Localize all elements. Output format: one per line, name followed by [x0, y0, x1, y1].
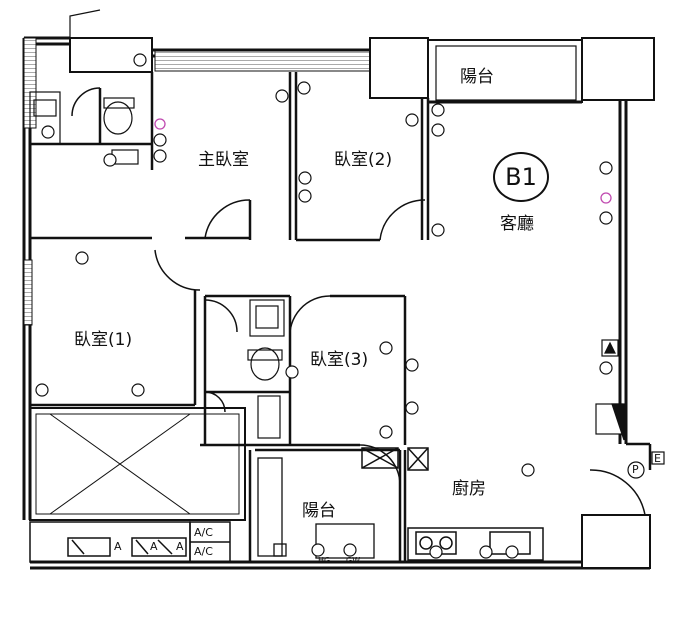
unit-badge-text: B1 [505, 163, 537, 191]
balcony-top-outline [427, 39, 583, 104]
bedroom-2-label: 臥室(2) [334, 150, 393, 170]
bedroom-3-label: 臥室(3) [310, 350, 369, 370]
column-top-mid [369, 37, 429, 99]
outer-walls [22, 36, 650, 570]
column-bottom-right [581, 514, 651, 569]
outlet-symbols [35, 53, 645, 559]
ac-unit-a2: A [176, 540, 184, 553]
kitchen-label: 廚房 [452, 479, 486, 499]
ac-label-1: A/C [194, 526, 213, 539]
meter-p-label: P [632, 463, 639, 476]
ac-unit-a1: A [114, 540, 122, 553]
accent-outlets [154, 118, 612, 204]
meter-e-label: E [654, 452, 661, 465]
gw-label: GW [346, 556, 361, 565]
kitchen-counter [361, 447, 544, 561]
living-room-label: 客廳 [500, 214, 534, 234]
storage-shaft [29, 407, 246, 521]
door-swings [69, 9, 646, 516]
top-window-hatch [154, 50, 371, 72]
balcony-bottom-fixtures [257, 457, 375, 559]
ac-unit-a3: A [150, 540, 158, 553]
ac-label-2: A/C [194, 545, 213, 558]
master-bedroom-label: 主臥室 [198, 150, 249, 170]
unit-badge: B1 [493, 152, 549, 202]
hg-label: HG [318, 556, 331, 565]
column-top-right [581, 37, 655, 101]
balcony-bottom-label: 陽台 [302, 501, 336, 521]
bedroom-1-label: 臥室(1) [74, 330, 133, 350]
electrical-panels [595, 339, 625, 441]
ac-ledge [29, 521, 231, 563]
master-bath-fixtures [29, 91, 139, 165]
bath2-fixtures [247, 299, 285, 439]
balcony-top-label: 陽台 [460, 67, 494, 87]
